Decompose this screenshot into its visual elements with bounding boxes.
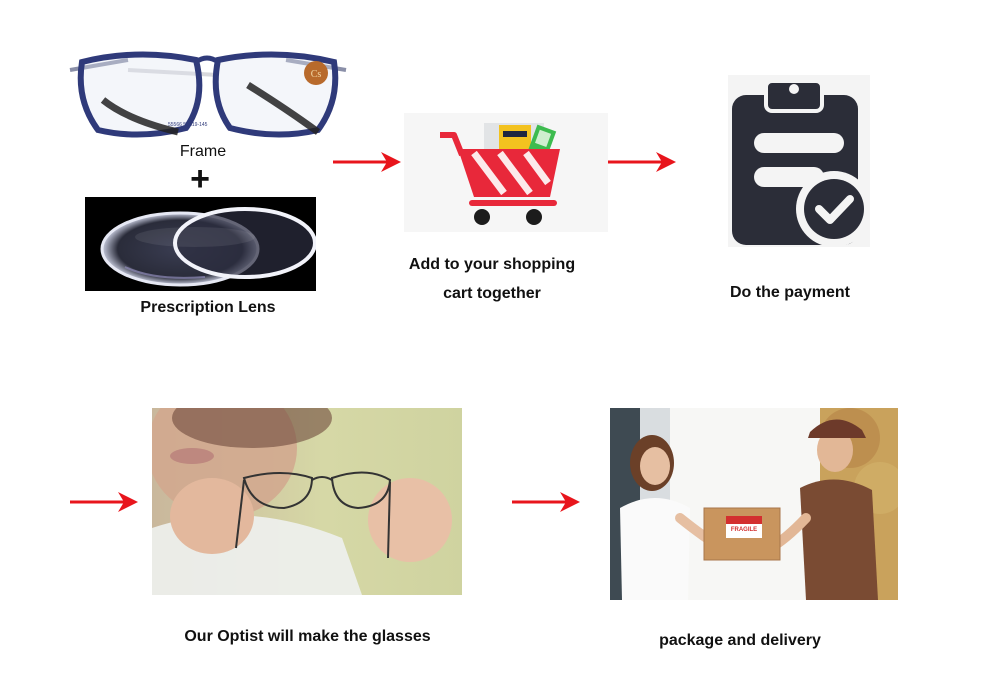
arrow-right-icon bbox=[512, 492, 580, 512]
package-delivery-image: FRAGILE bbox=[610, 408, 898, 600]
fragile-sticker: FRAGILE bbox=[731, 527, 757, 533]
prescription-lens-image bbox=[85, 197, 316, 291]
eyeglass-frame-image: Cs 55566 55□19-145 bbox=[69, 51, 347, 138]
arrow-right-icon bbox=[608, 152, 676, 172]
delivery-label: package and delivery bbox=[659, 632, 821, 649]
prescription-lens-label: Prescription Lens bbox=[140, 299, 276, 316]
arrow-right-icon bbox=[333, 152, 401, 172]
payment-label: Do the payment bbox=[729, 284, 850, 301]
payment-clipboard-icon bbox=[728, 75, 870, 247]
optist-label: Our Optist will make the glasses bbox=[184, 628, 431, 645]
cart-label-line2: cart together bbox=[443, 285, 541, 302]
svg-text:Cs: Cs bbox=[311, 69, 322, 80]
plus-sign: + bbox=[190, 160, 210, 198]
optician-making-glasses-image bbox=[152, 408, 462, 595]
frame-engraving: 55566 55□19-145 bbox=[168, 122, 208, 128]
shopping-cart-icon bbox=[404, 113, 608, 232]
arrow-right-icon bbox=[70, 492, 138, 512]
cart-label-line1: Add to your shopping bbox=[408, 256, 576, 273]
frame-label: Frame bbox=[179, 143, 227, 160]
